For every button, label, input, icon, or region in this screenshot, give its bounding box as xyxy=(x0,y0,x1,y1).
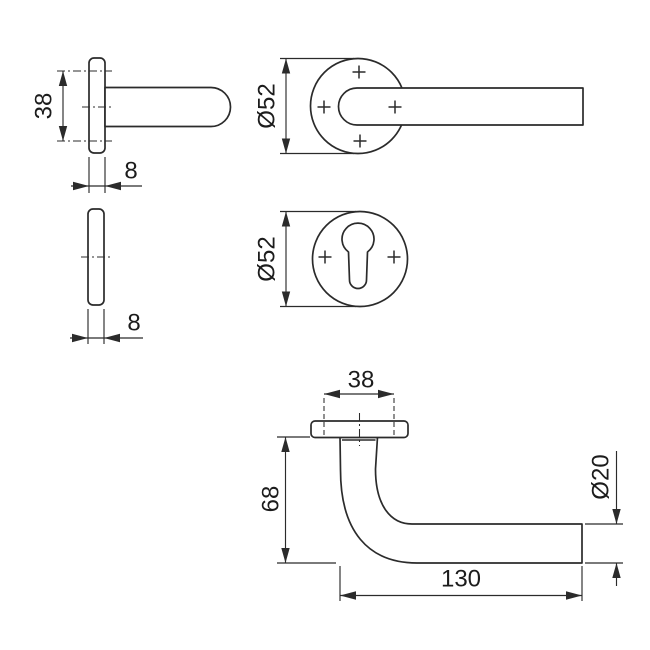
screw-hole-marker-bottom xyxy=(353,134,367,148)
handle-side-view: 38 8 xyxy=(31,57,232,193)
dim-handle-height-label: 68 xyxy=(258,486,285,513)
dim-escutcheon-diameter-label: Ø52 xyxy=(254,236,281,281)
arrow-right-icon xyxy=(566,591,582,600)
escutcheon-side-view: 8 xyxy=(70,208,143,344)
screw-hole-marker-top xyxy=(352,65,366,79)
lever-body-profile xyxy=(339,436,583,564)
screw-hole-marker-spindle xyxy=(388,100,402,114)
arrow-down-icon xyxy=(281,138,291,154)
screw-hole-marker-left xyxy=(318,250,332,264)
arrow-left-icon xyxy=(340,591,356,600)
arrow-down-icon xyxy=(612,509,621,524)
arrow-left-icon xyxy=(105,181,121,191)
arrow-up-icon xyxy=(281,58,291,74)
dim-screw-spacing-label: 38 xyxy=(31,93,58,120)
handle-front-view: Ø52 xyxy=(254,57,584,155)
escutcheon-front-view: Ø52 xyxy=(254,210,409,308)
arrow-up-icon xyxy=(58,71,68,86)
dim-escutcheon-thickness-label: 8 xyxy=(127,310,140,337)
handle-profile-view: 38 68 Ø20 130 xyxy=(258,367,623,601)
screw-hole-marker-right xyxy=(387,250,401,264)
arrow-right-icon xyxy=(73,181,89,191)
arrow-down-icon xyxy=(281,548,290,563)
lever-grip-side xyxy=(104,86,232,128)
arrow-up-icon xyxy=(612,563,621,578)
dim-grip-diameter-label: Ø20 xyxy=(588,454,615,499)
arrow-left-icon xyxy=(104,333,120,343)
euro-cylinder-cutout xyxy=(341,222,375,290)
arrow-down-icon xyxy=(281,291,291,307)
dim-rose-diameter-label: Ø52 xyxy=(254,83,281,128)
dim-rose-thickness-label: 8 xyxy=(124,158,137,185)
arrow-left-icon xyxy=(324,389,340,399)
rose-side-profile xyxy=(88,57,106,154)
arrow-down-icon xyxy=(58,126,68,141)
screw-hole-marker-left xyxy=(317,100,331,114)
arrow-up-icon xyxy=(281,437,290,452)
dim-grip-length-label: 130 xyxy=(441,566,481,593)
lever-grip-front xyxy=(337,87,584,126)
dim-flange-width-label: 38 xyxy=(348,367,375,394)
arrow-right-icon xyxy=(378,389,394,399)
arrow-up-icon xyxy=(281,211,291,227)
arrow-right-icon xyxy=(72,333,88,343)
